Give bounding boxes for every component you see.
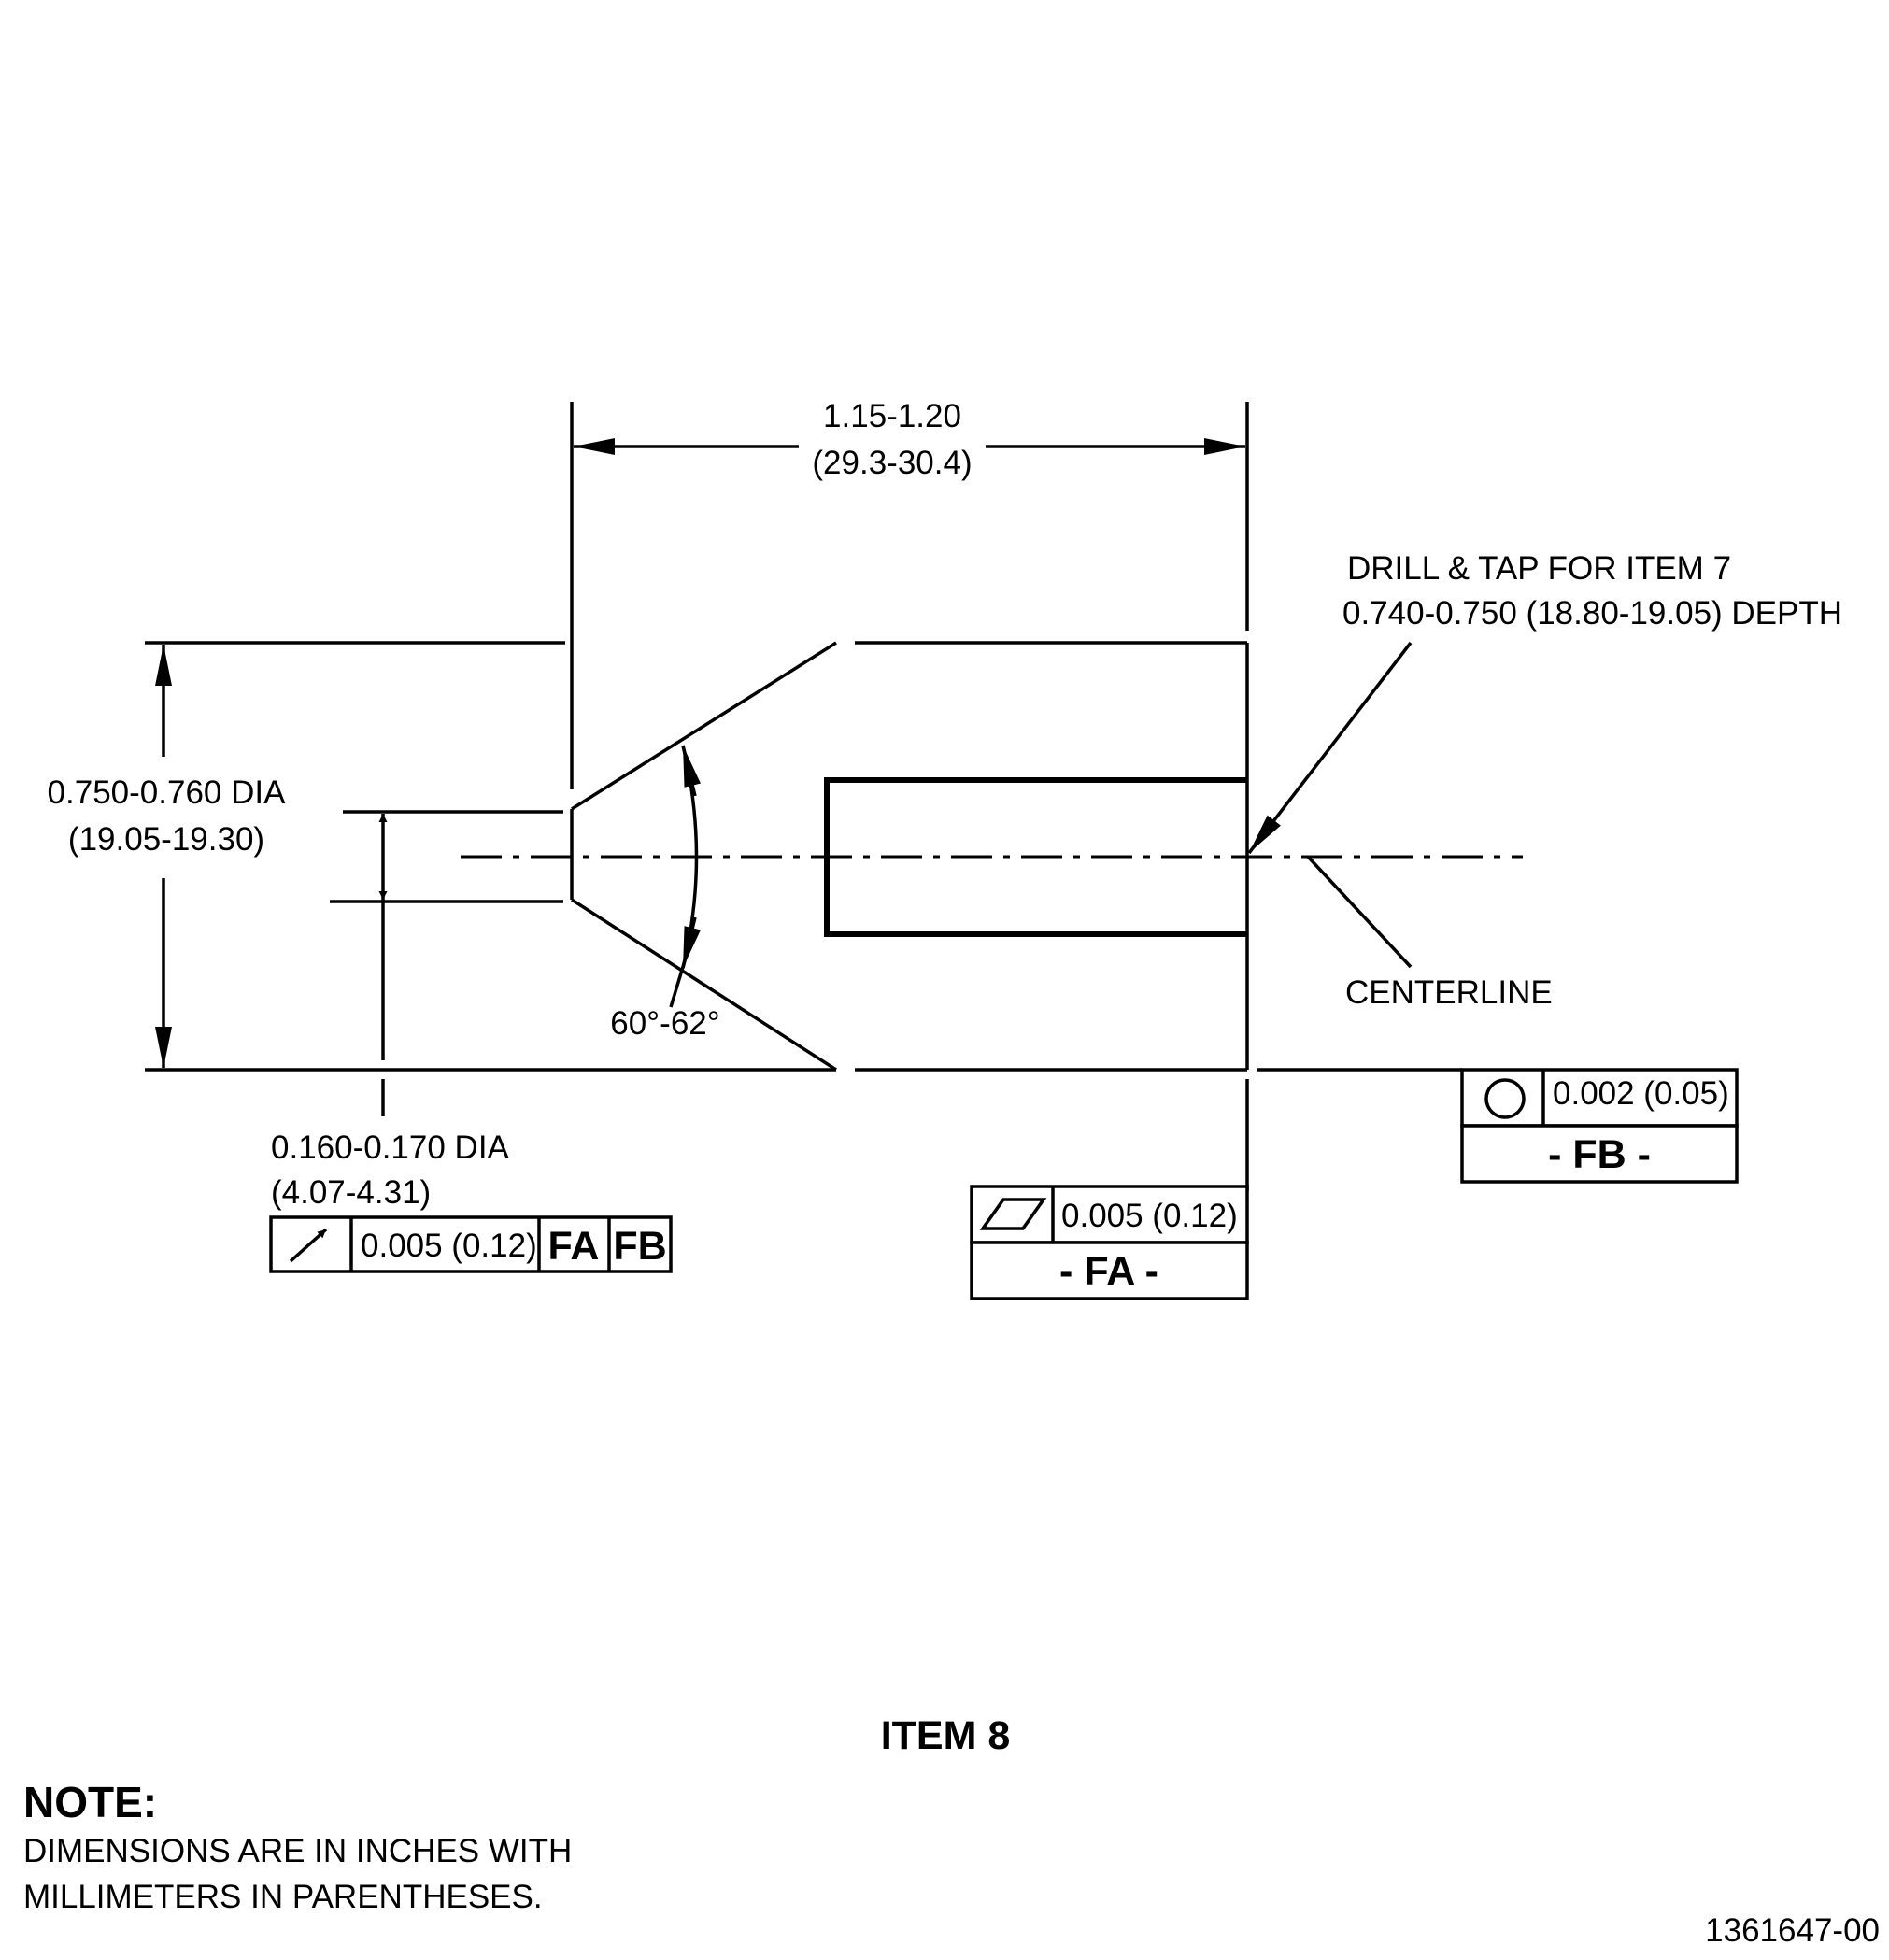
flatness-tolerance: 0.005 (0.12)	[1061, 1198, 1238, 1234]
inner-diameter-inches: 0.160-0.170 DIA	[271, 1129, 510, 1166]
angle-label: 60°-62°	[610, 1005, 720, 1042]
inner-diameter-mm: (4.07-4.31)	[271, 1174, 431, 1211]
runout-datum-a: FA	[548, 1224, 600, 1269]
circularity-icon	[1484, 1078, 1526, 1119]
drill-tap-line1: DRILL & TAP FOR ITEM 7	[1347, 550, 1731, 587]
note-line-1: DIMENSIONS ARE IN INCHES WITH	[23, 1833, 572, 1869]
length-mm: (29.3-30.4)	[812, 445, 972, 481]
circular-runout-icon	[289, 1228, 328, 1263]
drawing-number: 1361647-00	[1705, 1912, 1880, 1949]
outer-diameter-inches: 0.750-0.760 DIA	[48, 774, 287, 811]
extension-lines	[330, 402, 1249, 1191]
circularity-control-frame: 0.002 (0.05) - FB -	[1460, 1068, 1739, 1184]
note-heading: NOTE:	[23, 1778, 157, 1826]
datum-fa-label: - FA -	[1059, 1249, 1158, 1294]
runout-control-frame: 0.005 (0.12) FA FB	[269, 1215, 673, 1273]
drill-tap-line2: 0.740-0.750 (18.80-19.05) DEPTH	[1342, 595, 1842, 632]
outer-diameter-dimension: 0.750-0.760 DIA (19.05-19.30)	[48, 645, 287, 1068]
length-inches: 1.15-1.20	[823, 398, 961, 434]
flatness-control-frame: 0.005 (0.12) - FA -	[970, 1185, 1249, 1300]
flatness-icon	[979, 1198, 1047, 1230]
inner-diameter-dimension: 0.160-0.170 DIA (4.07-4.31)	[271, 814, 510, 1211]
circularity-tolerance: 0.002 (0.05)	[1553, 1075, 1729, 1112]
angle-dimension: 60°-62°	[610, 745, 720, 1042]
datum-fb-label: - FB -	[1548, 1132, 1651, 1177]
item-title: ITEM 8	[881, 1713, 1011, 1758]
note-line-2: MILLIMETERS IN PARENTHESES.	[23, 1879, 543, 1915]
runout-datum-b: FB	[613, 1224, 666, 1269]
centerline-callout: CENTERLINE	[1306, 855, 1553, 1011]
centerline-label: CENTERLINE	[1345, 974, 1553, 1011]
length-dimension: 1.15-1.20 (29.3-30.4)	[574, 398, 1245, 481]
runout-tolerance: 0.005 (0.12)	[361, 1228, 537, 1264]
drill-tap-callout: DRILL & TAP FOR ITEM 7 0.740-0.750 (18.8…	[1247, 550, 1842, 855]
outer-diameter-mm: (19.05-19.30)	[68, 821, 264, 858]
